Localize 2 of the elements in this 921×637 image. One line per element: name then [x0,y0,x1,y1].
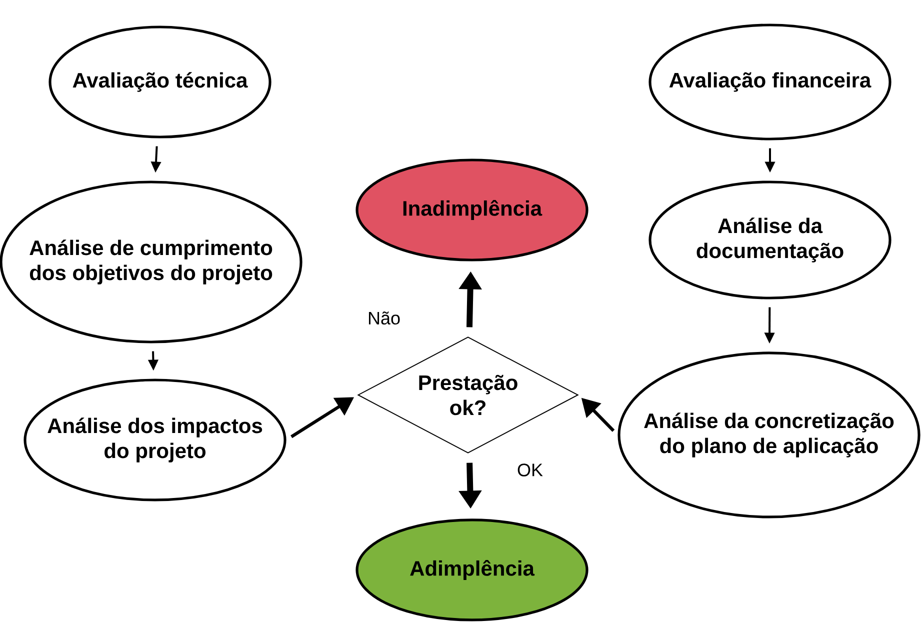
edge-label: Não [366,310,402,326]
edge-label: OK [516,462,544,478]
